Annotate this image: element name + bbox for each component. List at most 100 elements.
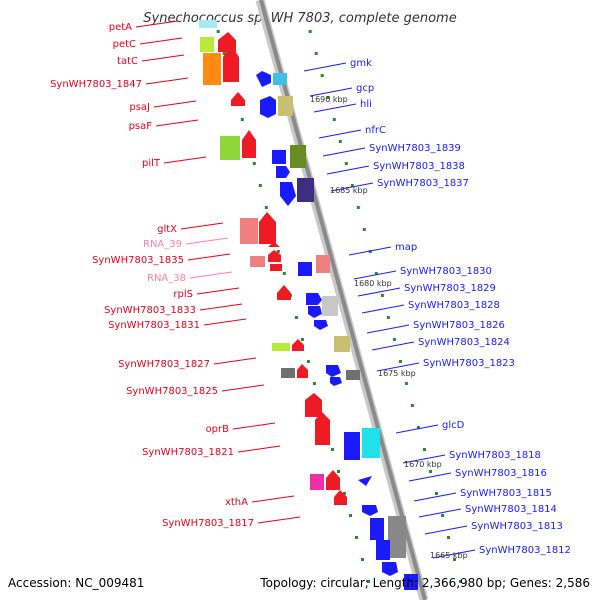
label-RNA_38[interactable]: RNA_38 xyxy=(147,273,186,284)
gene-petA[interactable] xyxy=(199,20,217,28)
label-nfrC[interactable]: nfrC xyxy=(365,125,386,136)
gene-xthA-arrow[interactable] xyxy=(326,470,340,490)
gene-gcp[interactable] xyxy=(278,96,293,116)
gene-sync1823-c[interactable] xyxy=(330,377,342,386)
gene-sync1826[interactable] xyxy=(314,320,328,330)
gene-gmk[interactable] xyxy=(273,73,287,85)
gene-nfrC[interactable] xyxy=(290,145,306,168)
label-psaJ[interactable]: psaJ xyxy=(129,102,150,113)
gene-pilT[interactable] xyxy=(220,136,240,160)
gene-gltX[interactable] xyxy=(240,218,258,244)
gene-pilT-arrow[interactable] xyxy=(242,130,256,158)
label-oprB[interactable]: oprB xyxy=(206,424,230,435)
track-tick xyxy=(453,558,456,561)
gene-sync1837-arrow[interactable] xyxy=(280,182,296,206)
gene-sync1839[interactable] xyxy=(272,150,286,164)
gene-petC[interactable] xyxy=(200,37,214,52)
gene-sync1824[interactable] xyxy=(334,336,350,352)
label-sync1833[interactable]: SynWH7803_1833 xyxy=(104,305,196,316)
gene-gmk-arrow[interactable] xyxy=(256,71,271,87)
gene-glcD-arrow[interactable] xyxy=(344,432,360,460)
gene-map-arrow[interactable] xyxy=(298,262,312,276)
label-gcp[interactable]: gcp xyxy=(356,83,374,94)
gene-sync1837[interactable] xyxy=(297,178,314,202)
gene-sync1816[interactable] xyxy=(362,505,378,516)
label-sync1830[interactable]: SynWH7803_1830 xyxy=(400,266,492,277)
gene-sync1812-b[interactable] xyxy=(404,574,418,590)
gene-sync1817[interactable] xyxy=(334,490,347,505)
gene-sync1821[interactable] xyxy=(315,412,330,445)
label-sync1835[interactable]: SynWH7803_1835 xyxy=(92,255,184,266)
gene-rplS[interactable] xyxy=(270,264,282,271)
label-petC[interactable]: petC xyxy=(113,39,136,50)
label-sync1827[interactable]: SynWH7803_1827 xyxy=(118,359,210,370)
track-tick xyxy=(459,580,462,583)
label-RNA_39[interactable]: RNA_39 xyxy=(143,239,182,250)
label-rplS[interactable]: rplS xyxy=(173,289,193,300)
label-psaF[interactable]: psaF xyxy=(129,121,153,132)
label-sync1816[interactable]: SynWH7803_1816 xyxy=(455,468,547,479)
leader-line xyxy=(432,549,476,559)
gene-sync1835[interactable] xyxy=(250,256,265,267)
gene-sync1829[interactable] xyxy=(322,296,338,316)
label-hli[interactable]: hli xyxy=(360,99,372,110)
gene-sync1828[interactable] xyxy=(308,306,322,318)
label-sync1821[interactable]: SynWH7803_1821 xyxy=(142,447,234,458)
track-tick xyxy=(344,162,348,165)
label-map[interactable]: map xyxy=(395,242,417,253)
gene-xthA[interactable] xyxy=(310,474,324,490)
gene-sync1833[interactable] xyxy=(277,285,291,300)
label-xthA[interactable]: xthA xyxy=(225,497,248,508)
label-sync1826[interactable]: SynWH7803_1826 xyxy=(413,320,505,331)
gene-RNA_38[interactable] xyxy=(268,250,281,262)
leader-line xyxy=(251,495,295,503)
gene-sync1825[interactable] xyxy=(281,368,295,378)
label-sync1814[interactable]: SynWH7803_1814 xyxy=(465,504,557,515)
gene-tatC[interactable] xyxy=(203,53,221,85)
gene-sync1814[interactable] xyxy=(388,516,406,558)
gene-glcD[interactable] xyxy=(362,428,380,458)
label-sync1839[interactable]: SynWH7803_1839 xyxy=(369,143,461,154)
label-sync1818[interactable]: SynWH7803_1818 xyxy=(449,450,541,461)
label-sync1847[interactable]: SynWH7803_1847 xyxy=(50,79,142,90)
label-sync1838[interactable]: SynWH7803_1838 xyxy=(373,161,465,172)
label-sync1831[interactable]: SynWH7803_1831 xyxy=(108,320,200,331)
gene-sync1812[interactable] xyxy=(382,562,398,576)
label-glcD[interactable]: glcD xyxy=(442,420,465,431)
gene-sync1827-arrow[interactable] xyxy=(292,339,304,351)
label-tatC[interactable]: tatC xyxy=(117,56,138,67)
label-sync1824[interactable]: SynWH7803_1824 xyxy=(418,337,510,348)
gene-sync1815[interactable] xyxy=(370,518,384,540)
label-gmk[interactable]: gmk xyxy=(350,58,372,69)
gene-RNA_39[interactable] xyxy=(268,242,280,247)
gene-sync1823-b[interactable] xyxy=(346,370,360,380)
label-sync1828[interactable]: SynWH7803_1828 xyxy=(408,300,500,311)
gene-psaJ[interactable] xyxy=(231,92,245,106)
gene-sync1827[interactable] xyxy=(272,343,290,351)
label-sync1817[interactable]: SynWH7803_1817 xyxy=(162,518,254,529)
gene-sync1823[interactable] xyxy=(326,365,341,377)
label-sync1837[interactable]: SynWH7803_1837 xyxy=(377,178,469,189)
label-sync1829[interactable]: SynWH7803_1829 xyxy=(404,283,496,294)
gene-sync1830[interactable] xyxy=(306,293,322,305)
reverse-strand-genes xyxy=(256,71,418,590)
label-gltX[interactable]: gltX xyxy=(157,224,177,235)
leader-line xyxy=(163,156,207,164)
label-sync1825[interactable]: SynWH7803_1825 xyxy=(126,386,218,397)
gene-sync1825-arrow[interactable] xyxy=(297,364,308,378)
gene-gltX-arrow[interactable] xyxy=(259,212,276,244)
label-petA[interactable]: petA xyxy=(109,22,132,33)
gene-sync1813[interactable] xyxy=(376,540,390,560)
label-sync1813[interactable]: SynWH7803_1813 xyxy=(471,521,563,532)
label-sync1815[interactable]: SynWH7803_1815 xyxy=(460,488,552,499)
gene-sync1847[interactable] xyxy=(223,45,239,82)
label-pilT[interactable]: pilT xyxy=(142,158,161,169)
gene-hli[interactable] xyxy=(260,96,276,118)
gene-map[interactable] xyxy=(316,255,330,273)
label-sync1823[interactable]: SynWH7803_1823 xyxy=(423,358,515,369)
gene-oprB[interactable] xyxy=(305,393,322,417)
label-sync1812[interactable]: SynWH7803_1812 xyxy=(479,545,571,556)
gene-sync1838[interactable] xyxy=(276,166,290,178)
track-tick xyxy=(368,250,372,253)
gene-sync1818[interactable] xyxy=(358,476,372,486)
